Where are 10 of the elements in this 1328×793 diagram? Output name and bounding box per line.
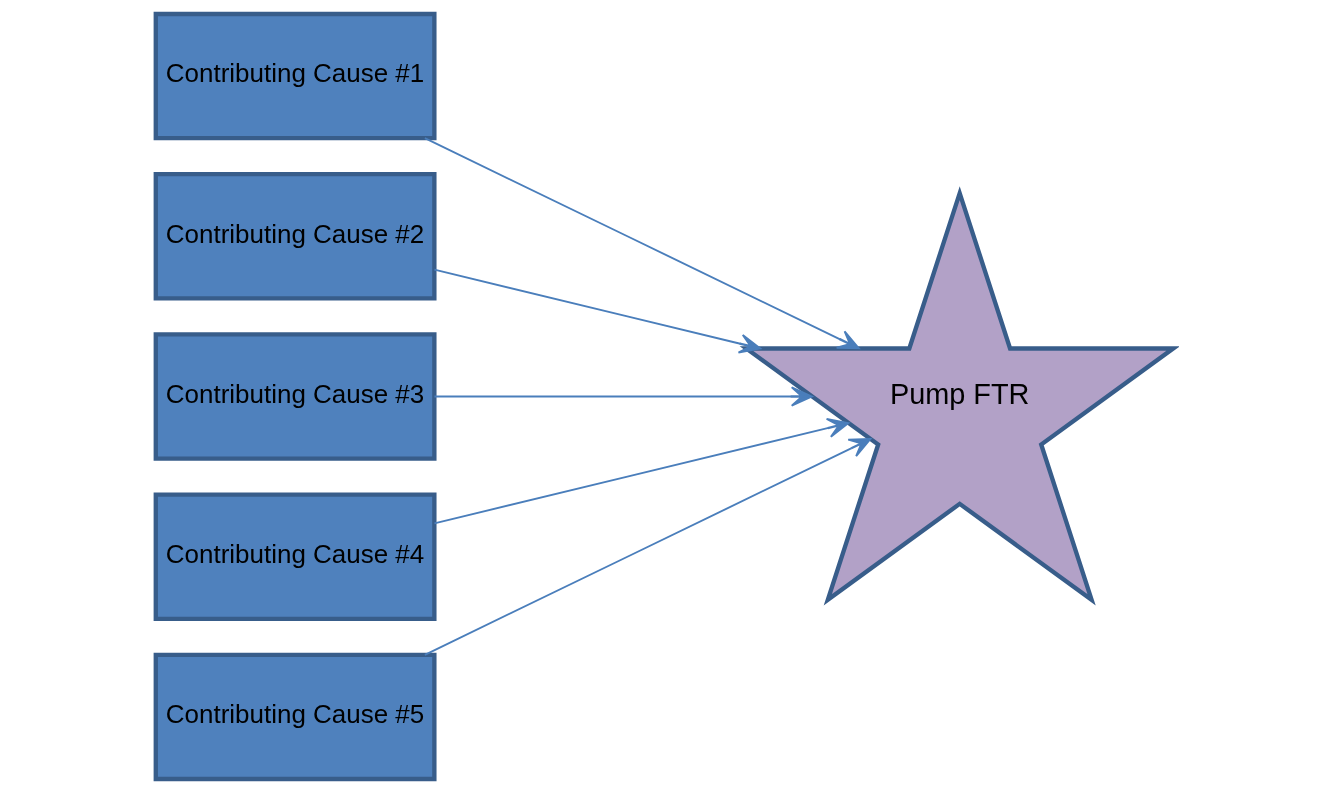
node-box: Contributing Cause #1 [153,11,437,141]
arrow [433,386,813,407]
arrow [423,438,871,656]
node-box: Contributing Cause #3 [153,332,437,461]
arrow [433,268,761,354]
arrow [433,418,849,525]
node-box: Contributing Cause #4 [153,492,437,621]
node-box: Contributing Cause #5 [153,652,437,782]
arrow [423,137,860,350]
node-box: Contributing Cause #2 [153,172,437,301]
